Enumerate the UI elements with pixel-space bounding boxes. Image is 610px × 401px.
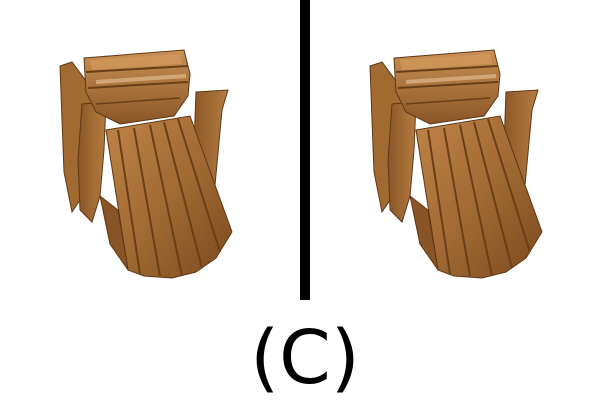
chair-right-illustration [369, 49, 543, 279]
vertical-divider [300, 0, 310, 300]
left-chair-image [0, 0, 300, 300]
caption-label: (C) [250, 315, 360, 401]
chair-left-illustration [59, 49, 233, 279]
right-chair-image [310, 0, 610, 300]
